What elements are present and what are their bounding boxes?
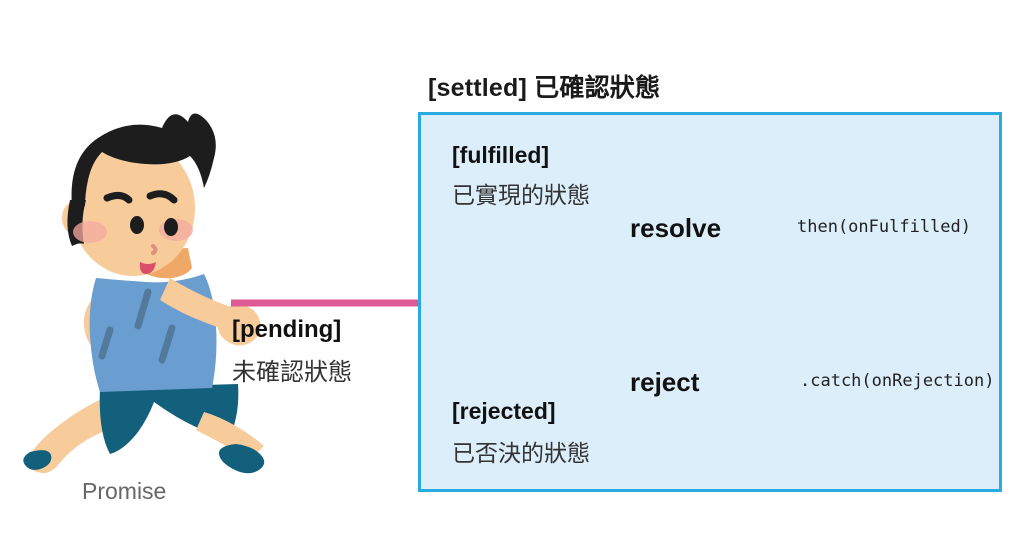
pending-description: 未確認狀態 [232, 359, 352, 386]
resolve-action: resolve [630, 213, 722, 243]
then-handler-code: then(onFulfilled) [797, 217, 971, 237]
fulfilled-label: [fulfilled] [452, 142, 550, 168]
rejected-description: 已否決的狀態 [452, 440, 590, 466]
fulfilled-description: 已實現的狀態 [452, 182, 590, 208]
reject-action: reject [630, 367, 700, 397]
rejected-label: [rejected] [452, 398, 556, 424]
settled-title: [settled] 已確認狀態 [428, 74, 661, 102]
catch-handler-code: .catch(onRejection) [800, 371, 995, 391]
promise-caption: Promise [82, 478, 167, 504]
settled-box [418, 112, 1002, 492]
pending-label: [pending] [232, 316, 342, 343]
